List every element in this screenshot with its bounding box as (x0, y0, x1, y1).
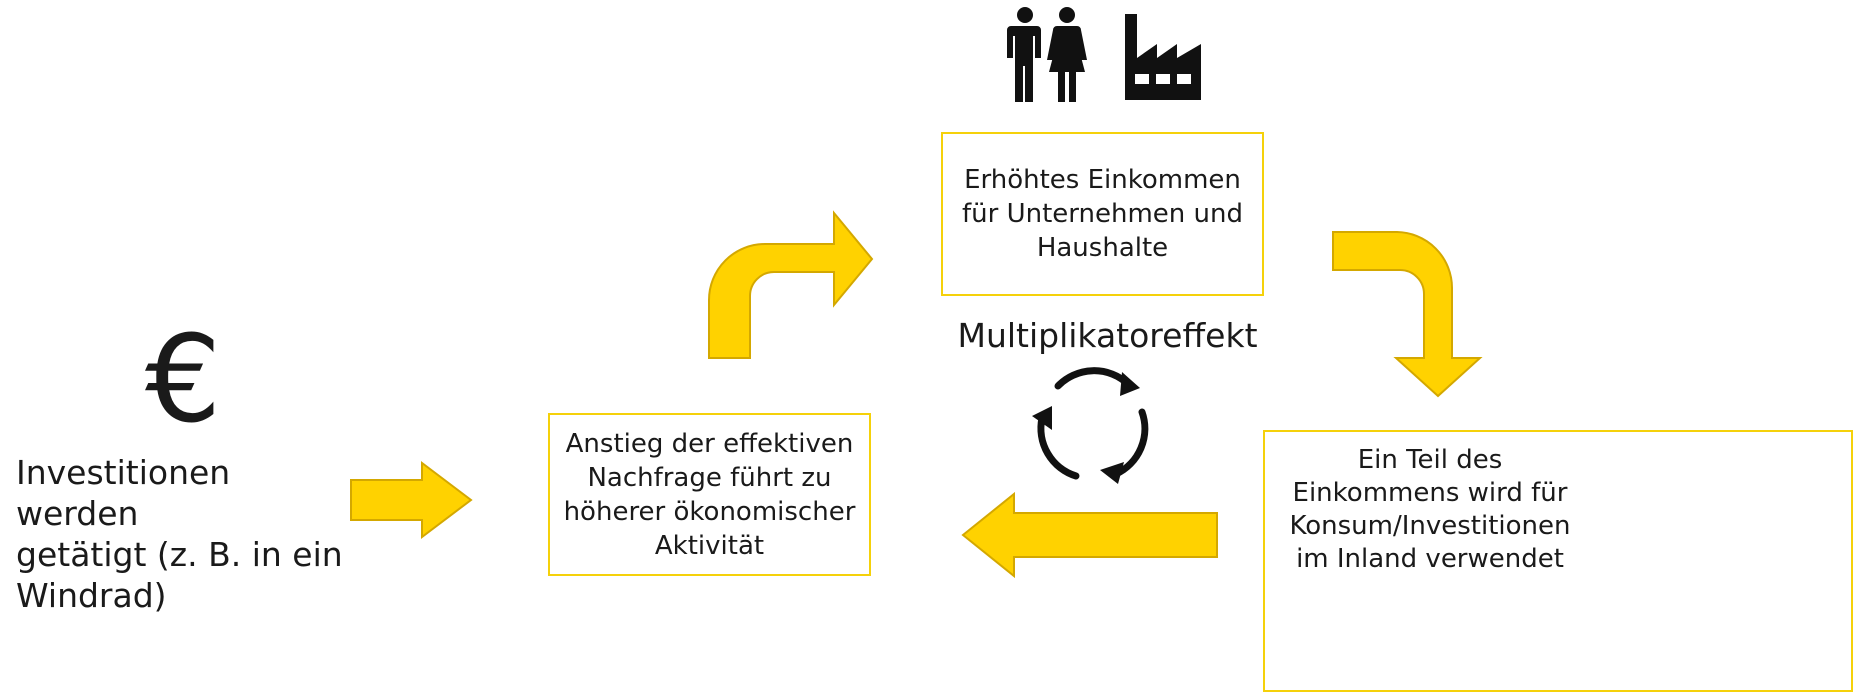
arrow-left-icon (961, 491, 1218, 579)
intro-text: Investitionen werden getätigt (z. B. in … (16, 453, 343, 615)
income-box-text: Erhöhtes Einkommen für Unternehmen und H… (962, 165, 1243, 263)
curved-arrow-up-right-icon (708, 210, 874, 359)
curved-arrow-right-down-icon (1332, 231, 1483, 398)
income-box: Erhöhtes Einkommen für Unternehmen und H… (941, 132, 1264, 296)
spending-box: Ein Teil des Einkommens wird für Konsum/… (1263, 430, 1853, 692)
diagram-title: Multiplikatoreffekt (957, 316, 1258, 355)
demand-box: Anstieg der effektiven Nachfrage führt z… (548, 413, 871, 576)
factory-icon (1125, 14, 1201, 100)
euro-icon: € (145, 311, 222, 450)
demand-box-text: Anstieg der effektiven Nachfrage führt z… (563, 428, 856, 561)
spending-box-text: Ein Teil des Einkommens wird für Konsum/… (1289, 445, 1571, 574)
people-icon (1007, 7, 1087, 102)
arrow-right-icon (350, 460, 473, 540)
cycle-arrows-icon (1032, 367, 1149, 484)
